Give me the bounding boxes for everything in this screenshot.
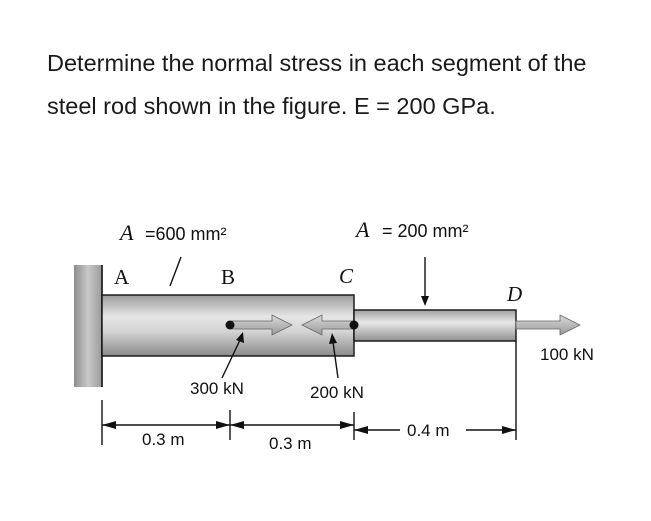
load-arrow-c	[301, 314, 356, 336]
point-d-label: D	[506, 282, 522, 306]
area-left-pointer	[169, 256, 182, 287]
area-left-symbol: A	[118, 220, 134, 245]
load-b-label: 300 kN	[190, 379, 244, 398]
dim-ab-head-left	[102, 421, 116, 429]
point-b-label: B	[221, 265, 235, 289]
dim-bc-head-left	[230, 421, 244, 429]
load-b-pointer	[221, 339, 241, 379]
dim-cd-head-right	[502, 426, 516, 434]
dim-bc-label: 0.3 m	[269, 434, 312, 453]
area-right-value: = 200 mm²	[382, 221, 469, 241]
dim-ab-head-right	[216, 421, 230, 429]
point-c-marker	[349, 320, 359, 330]
load-d-label: 100 kN	[540, 345, 594, 364]
load-c-pointer	[332, 341, 339, 379]
dim-cd-head-left	[354, 426, 368, 434]
area-left-value: =600 mm²	[145, 224, 227, 244]
dim-ab-label: 0.3 m	[142, 430, 185, 449]
load-c-pointer-head	[329, 333, 337, 344]
point-c-label: C	[339, 264, 354, 288]
point-b-marker	[225, 320, 235, 330]
load-b-pointer-head	[236, 332, 244, 343]
dim-bc-head-right	[340, 421, 354, 429]
point-a-label: A	[114, 265, 130, 289]
load-arrow-b	[231, 314, 293, 336]
problem-statement: Determine the normal stress in each segm…	[47, 50, 587, 119]
load-c-label: 200 kN	[310, 383, 364, 402]
dim-cd-label: 0.4 m	[407, 421, 450, 440]
rod-small-section	[353, 309, 517, 342]
fixed-wall	[74, 265, 102, 387]
load-arrow-d	[515, 314, 581, 336]
area-right-symbol: A	[354, 217, 370, 242]
area-right-pointer-head	[421, 296, 429, 306]
